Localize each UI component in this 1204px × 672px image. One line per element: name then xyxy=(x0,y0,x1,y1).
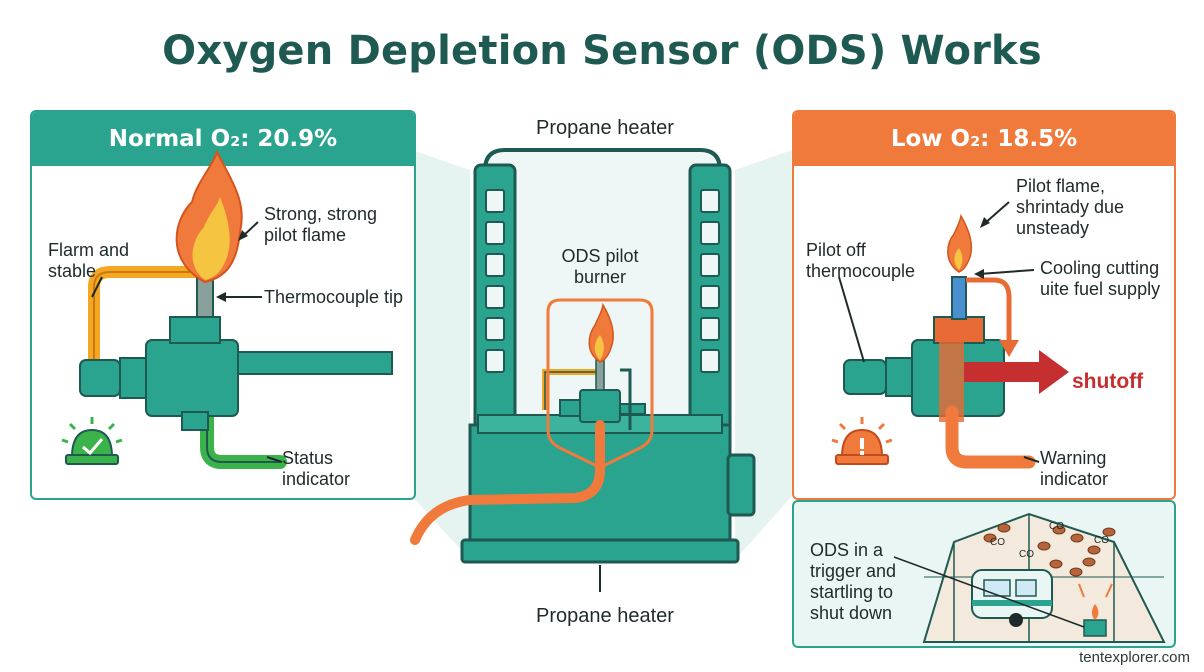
pilot-flame-label: Pilot flame, shrintady due unsteady xyxy=(1016,176,1125,238)
tent-illustration xyxy=(893,512,1166,643)
shutoff-label: shutoff xyxy=(1072,370,1144,393)
normal-valve-illustration xyxy=(61,149,393,469)
warning-indicator-label: Warning indicator xyxy=(1040,448,1109,489)
heater-top-label: Propane heater xyxy=(536,117,674,139)
low-o2-header: Low O₂: 18.5% xyxy=(794,112,1174,166)
co-label-3: CO xyxy=(1049,521,1064,532)
low-o2-panel: Low O₂: 18.5% xyxy=(792,110,1176,500)
co-label-1: CO xyxy=(990,537,1005,548)
low-valve-illustration xyxy=(831,201,1069,469)
normal-o2-header: Normal O₂: 20.9% xyxy=(32,112,414,166)
normal-o2-panel: Normal O₂: 20.9% xyxy=(30,110,416,500)
heater-bottom-label: Propane heater xyxy=(536,605,674,627)
co-label-2: CO xyxy=(1019,549,1034,560)
pilot-off-label: Pilot off thermocouple xyxy=(806,240,916,281)
co-label-4: CO xyxy=(1094,535,1109,546)
footer-site-link[interactable]: tentexplorer.com xyxy=(1079,649,1190,666)
cooling-fuel-label: Cooling cutting uite fuel supply xyxy=(1040,258,1161,299)
ods-pilot-burner-label: ODS pilot burner xyxy=(561,246,639,287)
flame-stable-label: Flarm and stable xyxy=(48,240,130,281)
ods-trigger-label: ODS in a trigger and startling to shut d… xyxy=(810,540,897,623)
thermocouple-tip-label: Thermocouple tip xyxy=(264,287,404,307)
strong-flame-label: Strong, strong pilot flame xyxy=(264,204,378,245)
tent-panel: CO CO CO CO ODS in a trigger and startli… xyxy=(792,500,1176,648)
status-indicator-label: Status indicator xyxy=(282,448,351,489)
page-title: Oxygen Depletion Sensor (ODS) Works xyxy=(162,28,1042,74)
